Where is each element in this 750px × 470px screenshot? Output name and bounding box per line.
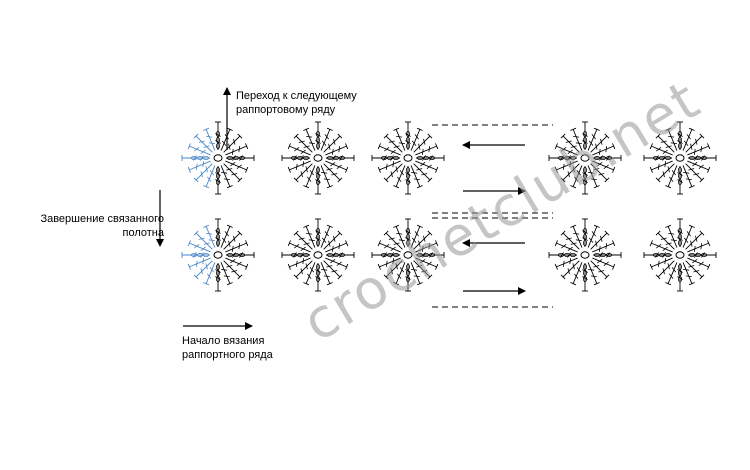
label-finish-line2: полотна (122, 227, 164, 239)
direction-arrows (156, 87, 526, 330)
crochet-motif (643, 121, 717, 195)
label-start-line1: Начало вязания (182, 335, 265, 347)
connector-lines (432, 124, 553, 308)
crochet-motif (371, 121, 445, 195)
crochet-motif (643, 218, 717, 292)
crochet-motif (548, 121, 622, 195)
crochet-motif (371, 218, 445, 292)
crochet-motif (281, 218, 355, 292)
crochet-motif (181, 218, 255, 292)
crochet-motif (181, 121, 255, 195)
crochet-motif (548, 218, 622, 292)
label-finish-fabric: Завершение связанного полотна (12, 212, 164, 240)
label-next-row: Переход к следующему раппортовому ряду (236, 89, 357, 117)
label-finish-line1: Завершение связанного (40, 213, 164, 225)
label-next-row-line1: Переход к следующему (236, 90, 357, 102)
label-next-row-line2: раппортовому ряду (236, 104, 336, 116)
motif-grid (181, 121, 717, 292)
crochet-motif (281, 121, 355, 195)
label-start-row: Начало вязания раппортного ряда (182, 334, 273, 362)
label-start-line2: раппортного ряда (182, 349, 273, 361)
